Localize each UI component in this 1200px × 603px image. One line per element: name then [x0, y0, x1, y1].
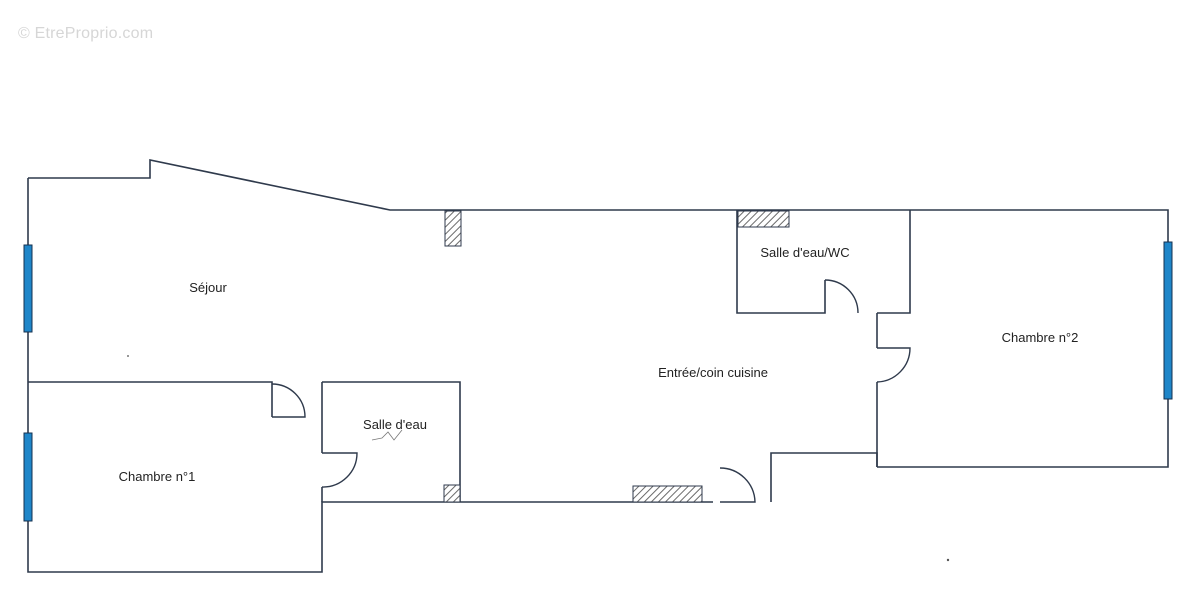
door-chambre1: [271, 383, 306, 418]
door-salle-eau: [321, 452, 358, 488]
outer-wall-top: [28, 159, 1169, 468]
room-label-salle-eau: Salle d'eau: [363, 417, 427, 432]
room-label-salle-eau-wc: Salle d'eau/WC: [760, 245, 849, 260]
pillar-salle-eau: [443, 484, 461, 503]
outer-wall-left-bottom: [27, 178, 713, 573]
room-label-entree-cuisine: Entrée/coin cuisine: [658, 365, 768, 380]
outer-wall-right-bottom: [770, 452, 878, 502]
room-label-sejour: Séjour: [189, 280, 227, 295]
scan-scribble: [371, 429, 403, 441]
wall-chambre1-top-right: [322, 381, 461, 502]
door-wc: [824, 279, 859, 314]
pillar-sejour: [444, 210, 462, 247]
duct-entree: [632, 485, 703, 503]
wall-chambre1-top: [28, 381, 273, 417]
wall-wc-left: [736, 210, 826, 314]
scan-mark: [127, 355, 129, 357]
scan-mark: [946, 558, 950, 562]
window-chambre1: [23, 432, 33, 522]
room-label-chambre-1: Chambre n°1: [119, 469, 196, 484]
wall-wc-right: [877, 210, 911, 314]
duct-wc: [737, 210, 790, 228]
window-sejour: [23, 244, 33, 333]
door-chambre2: [876, 347, 911, 383]
door-entrance: [719, 467, 756, 503]
room-label-chambre-2: Chambre n°2: [1002, 330, 1079, 345]
window-chambre2: [1163, 241, 1173, 400]
watermark-text: © EtreProprio.com: [18, 25, 154, 42]
